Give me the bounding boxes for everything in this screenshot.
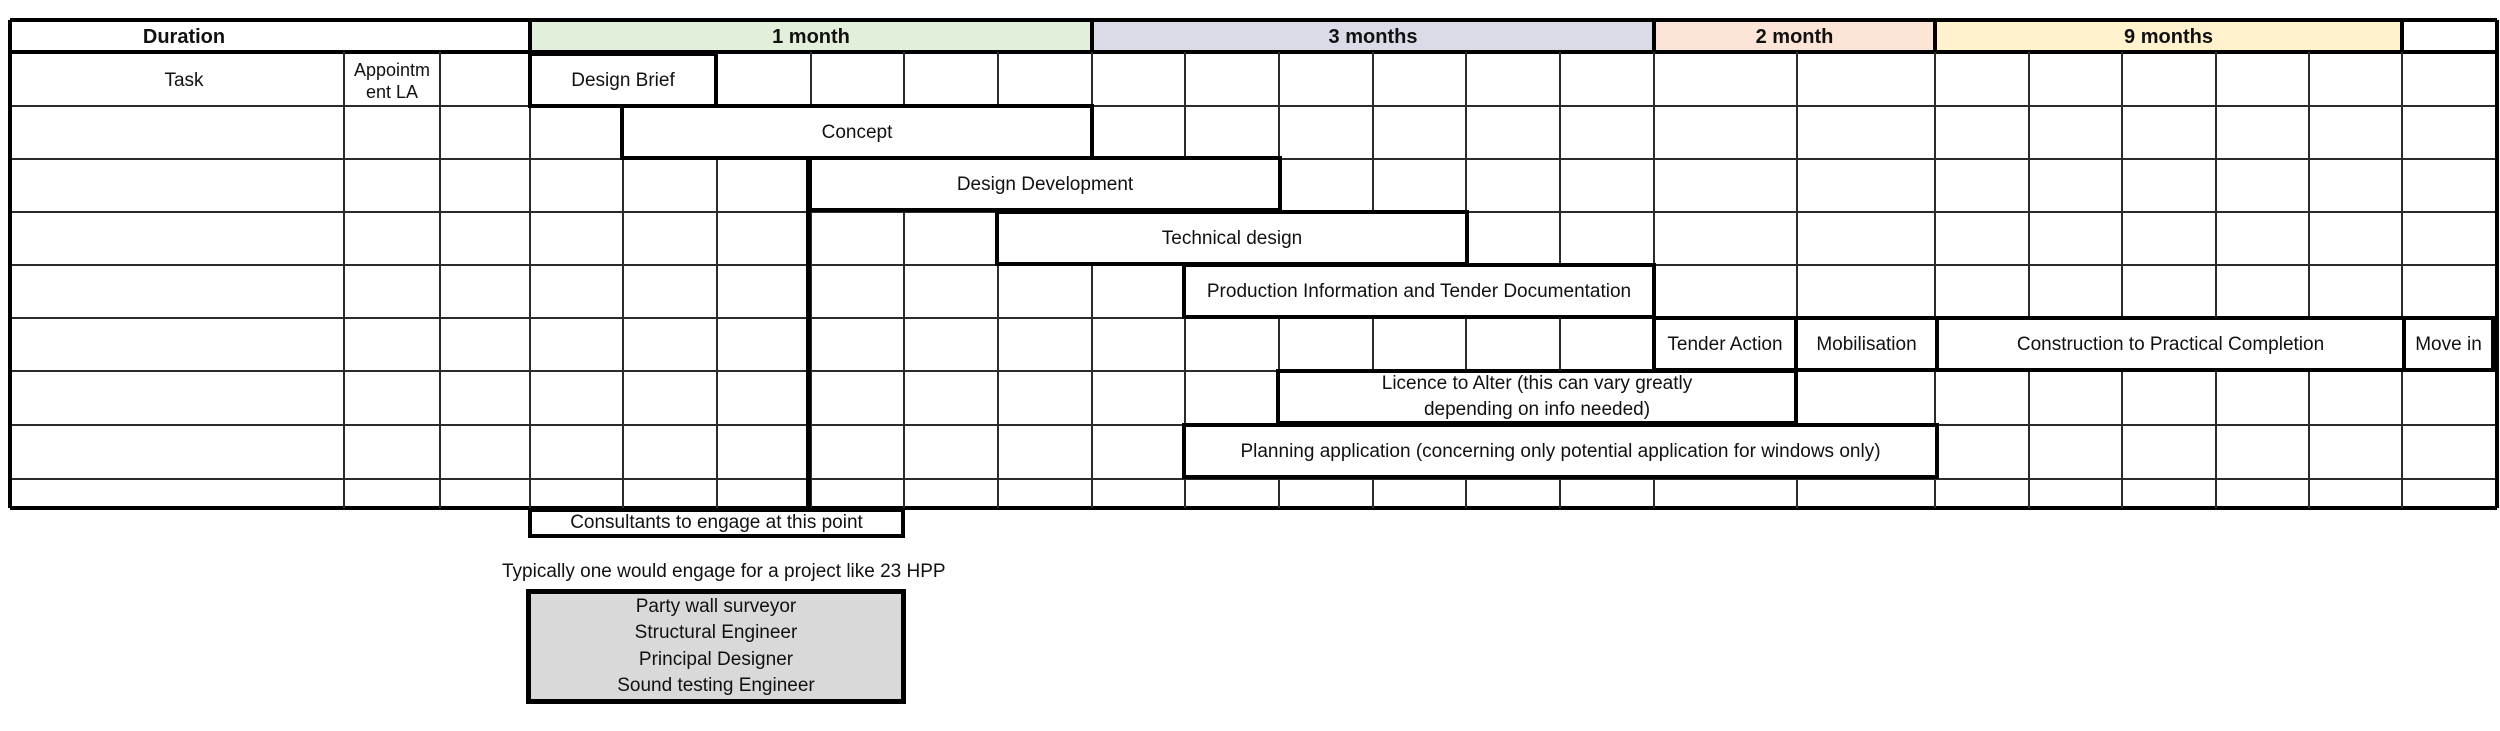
phase-header-1-month: [530, 22, 1092, 52]
grid-line: [2308, 52, 2310, 508]
grid-line: [2401, 52, 2403, 508]
phase-label-2-month: 2 month: [1755, 26, 1834, 48]
typically-engage-note: Typically one would engage for a project…: [502, 561, 946, 582]
appointment-column-label: Appointment LA: [353, 60, 431, 102]
task-bar-tender-action: Tender Action: [1652, 316, 1798, 372]
grid-line: [2400, 20, 2404, 52]
consultant-party-wall-surveyor: Party wall surveyor: [635, 595, 797, 617]
grid-line: [528, 20, 532, 52]
grid-line: [2495, 20, 2499, 508]
grid-line: [903, 52, 905, 508]
grid-line: [1796, 52, 1798, 508]
phase-header-3-months: [1092, 22, 1654, 52]
grid-line: [810, 52, 812, 508]
phase-header-2-month: [1654, 22, 1935, 52]
task-bar-design-development: Design Development: [808, 156, 1282, 212]
grid-line: [8, 20, 12, 508]
milestone-line: [806, 156, 811, 510]
grid-line: [716, 52, 718, 508]
phase-label-1-month: 1 month: [772, 26, 850, 48]
grid-line: [10, 50, 2497, 54]
consultant-sound-testing-engineer: Sound testing Engineer: [617, 675, 815, 696]
grid-line: [529, 52, 531, 508]
phase-label-9-months: 9 months: [2124, 26, 2213, 48]
consultant-principal-designer: Principal Designer: [638, 648, 794, 670]
grid-line: [1090, 20, 1094, 52]
task-bar-design-brief: Design Brief: [528, 52, 718, 108]
phase-header-9-months: [1935, 22, 2402, 52]
task-bar-planning-application: Planning application (concerning only po…: [1182, 423, 1939, 479]
task-bar-production-information: Production Information and Tender Docume…: [1182, 263, 1656, 319]
consultants-list-box: Party wall surveyor Structural Engineer …: [526, 589, 906, 704]
task-bar-licence-to-alter: Licence to Alter (this can vary greatly …: [1276, 369, 1798, 425]
grid-line: [10, 478, 2497, 480]
grid-line: [1933, 20, 1937, 52]
grid-line: [343, 52, 345, 508]
consultants-engage-note: Consultants to engage at this point: [528, 508, 905, 538]
grid-line: [997, 52, 999, 508]
grid-line: [2121, 52, 2123, 508]
duration-header: Duration: [142, 26, 226, 48]
grid-line: [2215, 52, 2217, 508]
task-bar-mobilisation: Mobilisation: [1794, 316, 1939, 372]
consultant-structural-engineer: Structural Engineer: [634, 622, 798, 643]
task-bar-concept: Concept: [620, 104, 1094, 160]
grid-line: [10, 370, 2497, 372]
grid-line: [10, 105, 2497, 107]
task-bar-move-in: Move in: [2402, 316, 2495, 372]
grid-line: [439, 52, 441, 508]
grid-line: [10, 18, 2497, 22]
task-column-label: Task: [164, 70, 204, 91]
grid-line: [622, 52, 624, 508]
grid-line: [1091, 52, 1093, 508]
grid-line: [10, 506, 2497, 510]
phase-label-3-months: 3 months: [1328, 26, 1418, 48]
grid-line: [2028, 52, 2030, 508]
task-bar-construction: Construction to Practical Completion: [1935, 316, 2406, 372]
grid-line: [1934, 52, 1936, 508]
task-bar-technical-design: Technical design: [995, 210, 1469, 266]
grid-line: [1652, 20, 1656, 52]
